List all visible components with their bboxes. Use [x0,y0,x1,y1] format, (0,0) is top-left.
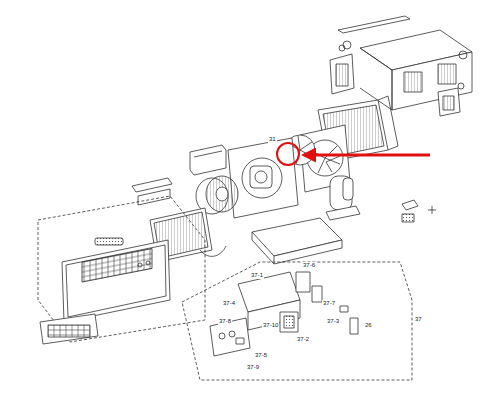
callout-number: 31 [268,136,277,143]
callout-number: 37-3 [326,318,340,325]
callout-number: 37-9 [246,364,260,371]
callout-number: 37-8 [218,318,232,325]
callout-number: 37-4 [222,300,236,307]
callout-number: 37 [414,316,423,323]
callout-number: 37-6 [302,262,316,269]
callout-number: 26 [364,322,373,329]
callout-number: 37-1 [250,272,264,279]
callout-number: 37-5 [254,352,268,359]
callout-number: 37-10 [262,322,279,329]
callout-number: 37-2 [296,336,310,343]
callout-number: 37-7 [322,300,336,307]
